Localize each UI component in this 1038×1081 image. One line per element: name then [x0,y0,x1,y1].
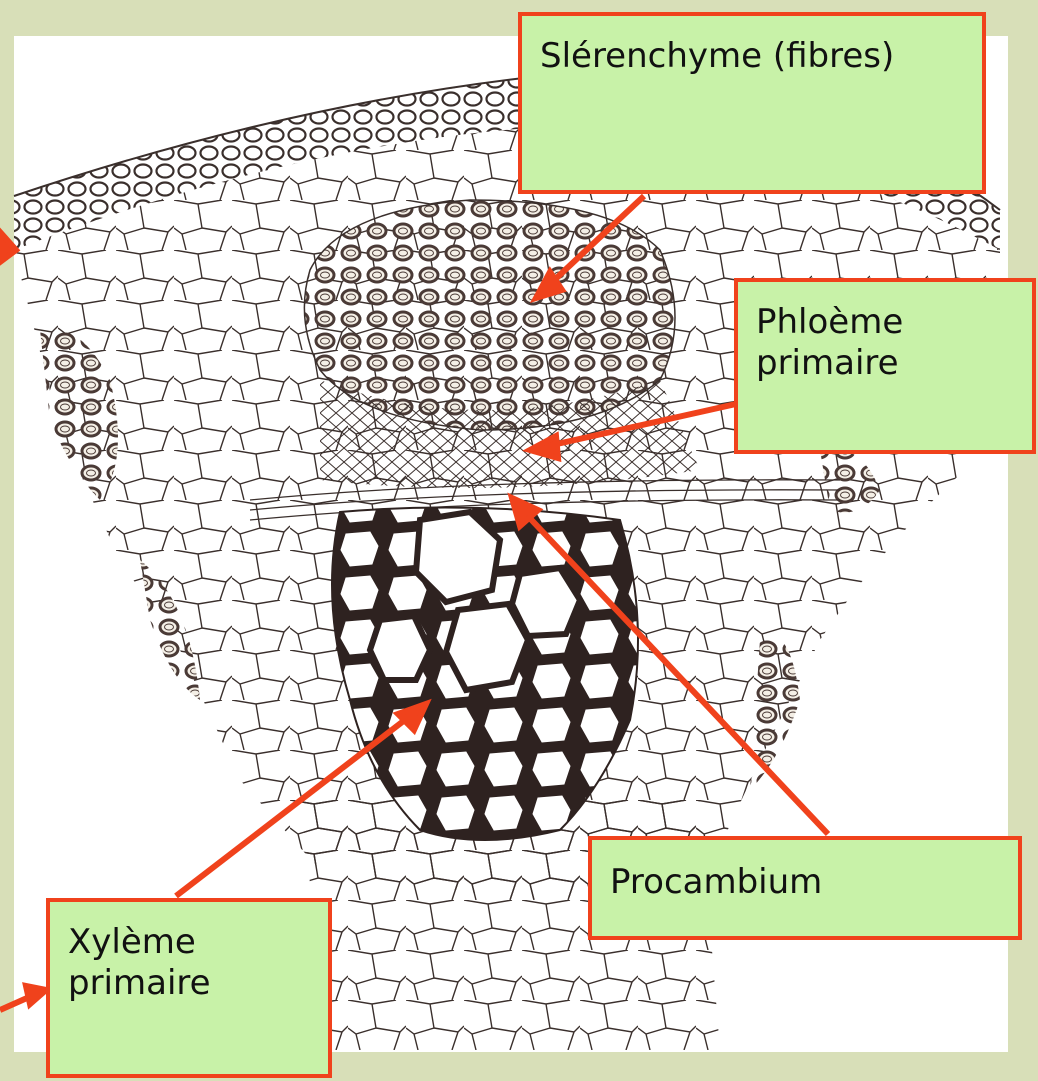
label-xyleme-primaire: Xylème primaire [46,898,332,1078]
label-procambium: Procambium [588,836,1022,940]
arrow-partial-top-left-head [0,232,16,262]
label-sclerenchyme: Slérenchyme (fibres) [518,12,986,194]
label-phloeme-primaire: Phloème primaire [734,278,1036,454]
